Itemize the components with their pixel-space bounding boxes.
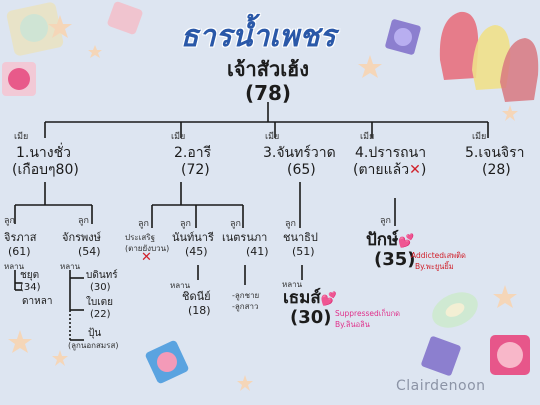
wife-label: เมีย [472, 132, 487, 142]
grandchild-son: -ลูกชาย [232, 291, 260, 300]
wife-1-name: 1.นางชั่ว [16, 145, 71, 161]
grandchild-thames-name: เธมส์💕 [283, 288, 337, 308]
grandchild-thames-age: (30) [290, 307, 332, 328]
child-jirapas-name: จิรภาส [4, 231, 37, 244]
purple-wrapper-decoration [385, 19, 421, 55]
child-jakkrapong-age: (54) [78, 245, 101, 258]
grandchild-pun-note: (ลูกนอกสมรส) [68, 341, 119, 350]
condom-decoration [439, 11, 539, 102]
green-wrapper-decoration [432, 292, 478, 328]
child-netranapa-age: (41) [246, 245, 269, 258]
wife-4-name: 4.ปรารถนา [355, 145, 427, 161]
purple-wrapper-decoration [421, 336, 461, 376]
wife-2-age: (72) [181, 162, 210, 178]
wife-2-name: 2.อารี [174, 145, 212, 161]
wife-5-age: (28) [482, 162, 511, 178]
patriarch-age: (78) [244, 81, 292, 105]
child-netranapa-name: เนตรนภา [222, 231, 268, 244]
child-jirapas-age: (61) [8, 245, 31, 258]
cross-mark-icon: ✕ [409, 162, 421, 178]
grandchild-baitoey-age: (22) [90, 309, 111, 320]
pink-wrapper-decoration [490, 335, 530, 375]
grandchild-thames-author: By.ลินอลิน [335, 320, 370, 329]
wife-3-age: (65) [287, 162, 316, 178]
patriarch-name: เจ้าสัวเฮ้ง [226, 57, 310, 81]
child-label: ลูก [230, 219, 241, 229]
cross-mark-icon: ✕ [141, 250, 152, 265]
wife-4-status: (ตายแล้ว✕) [353, 162, 427, 178]
child-prasert-name: ประเสริฐ [125, 233, 155, 242]
child-prasert-status: (ตายยังบวน) [125, 244, 170, 253]
grandchild-sidney-name: ชิดนีย์ [182, 290, 211, 303]
grandchild-daughter: -ลูกสาว [232, 302, 259, 311]
condom-wrapper-decoration [6, 2, 64, 56]
grandchild-dahla-name: ดาหลา [22, 296, 53, 307]
child-pak-note: Addictedเสพติด [411, 251, 466, 260]
grandchild-label: หลาน [60, 262, 81, 271]
family-title: ธารน้ำเพชร [180, 19, 336, 54]
grandchild-thames-note: Suppressedเก็บกด [335, 309, 401, 318]
wife-1-age: (เกือบๆ80) [12, 162, 79, 178]
wife-label: เมีย [360, 132, 375, 142]
heart-icon: 💕 [398, 234, 415, 249]
watermark: Clairdenoon [396, 378, 486, 394]
child-jakkrapong-name: จักรพงษ์ [62, 231, 101, 244]
grandchild-baitoey-name: ใบเตย [86, 297, 114, 308]
child-nunthanat-age: (45) [185, 245, 208, 258]
child-label: ลูก [78, 216, 89, 226]
pink-wrapper-decoration [2, 62, 36, 96]
child-chanathip-name: ชนาธิป [283, 231, 318, 244]
child-label: ลูก [180, 219, 191, 229]
grandchild-badin-name: บดินทร์ [86, 270, 118, 281]
child-pak-author: By.พะยูนยิ้ม [415, 262, 454, 271]
child-label: ลูก [138, 219, 149, 229]
grandchild-label: หลาน [170, 281, 191, 290]
star-decoration [8, 15, 518, 391]
grandchild-pun-name: ปุ้น [88, 328, 102, 339]
child-label: ลูก [380, 216, 391, 226]
wife-5-name: 5.เจนจิรา [465, 145, 525, 161]
wife-label: เมีย [14, 132, 29, 142]
child-nunthanat-name: นันท์นารี [172, 231, 214, 244]
child-pak-age: (35) [374, 249, 416, 270]
grandchild-label: หลาน [282, 280, 303, 289]
child-pak-name: ปักษ์💕 [366, 230, 415, 250]
grandchild-badin-age: (30) [90, 282, 111, 293]
child-label: ลูก [4, 216, 15, 226]
wife-3-name: 3.จันทร์วาด [263, 145, 336, 161]
child-label: ลูก [285, 219, 296, 229]
grandchild-sidney-age: (18) [188, 304, 211, 317]
wife-label: เมีย [265, 132, 280, 142]
wife-label: เมีย [171, 132, 186, 142]
heart-icon: 💕 [320, 292, 337, 307]
grandchild-chayut-age: (34) [20, 282, 41, 293]
grandchild-label: หลาน [4, 262, 25, 271]
pink-wrapper-decoration [107, 1, 143, 35]
grandchild-chayut-name: ชยุต [20, 270, 40, 281]
child-chanathip-age: (51) [292, 245, 315, 258]
blue-wrapper-decoration [145, 340, 189, 384]
